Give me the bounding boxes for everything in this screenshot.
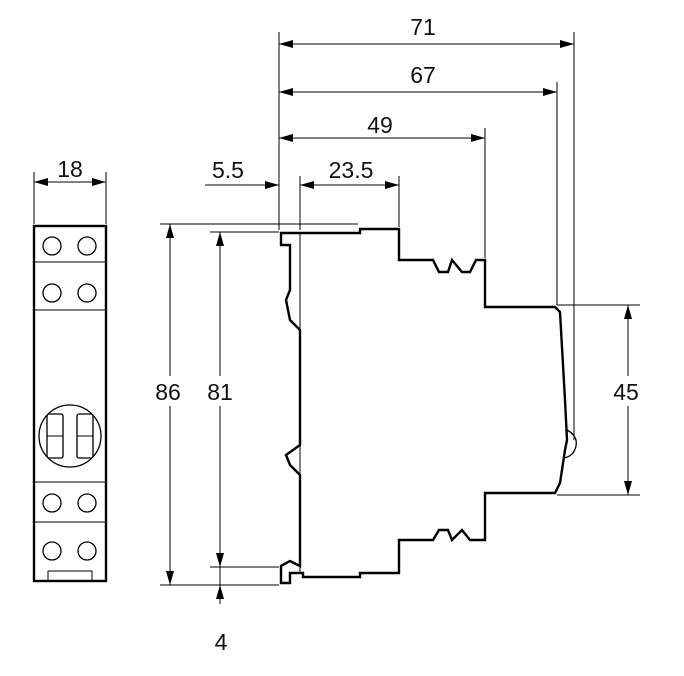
screw-icon	[42, 541, 62, 561]
dimension-rail-offset: 5.5	[205, 157, 279, 189]
rail-gap-label: 4	[215, 629, 228, 655]
depth-step-label: 49	[367, 112, 393, 138]
dimension-rail-gap: 4	[215, 567, 228, 655]
screw-icon	[42, 236, 62, 256]
screw-icon	[77, 541, 97, 561]
height-body-label: 81	[207, 379, 233, 405]
rail-offset-label: 5.5	[212, 157, 244, 183]
front-height-label: 45	[613, 379, 639, 405]
screw-icon	[77, 236, 97, 256]
selector-switch	[38, 404, 102, 468]
screw-icon	[42, 493, 62, 513]
height-overall-label: 86	[155, 379, 181, 405]
dimension-module-width: 18	[33, 156, 107, 224]
module-outline	[32, 224, 108, 583]
terminal-screws-top	[42, 236, 97, 303]
rail-clip-label: 23.5	[329, 157, 374, 183]
dimension-rail-clip: 23.5	[300, 157, 400, 227]
dimension-height-body: 81	[200, 232, 240, 567]
front-view: 18	[32, 156, 108, 583]
dimension-depth-front: 67	[279, 62, 558, 305]
depth-front-label: 67	[410, 62, 436, 88]
dimension-depth-step: 49	[279, 112, 486, 258]
depth-overall-label: 71	[410, 14, 436, 40]
dimension-front-height: 45	[557, 304, 650, 496]
terminal-screws-bottom	[42, 493, 97, 561]
side-view: 71 67 49 5.5	[148, 14, 650, 655]
knob-icon	[563, 429, 577, 459]
screw-icon	[77, 283, 97, 303]
module-width-label: 18	[57, 156, 83, 182]
screw-icon	[77, 493, 97, 513]
switch-dial-icon	[38, 404, 102, 468]
side-outline	[279, 227, 569, 585]
module-foot	[47, 570, 93, 581]
dimension-height-overall: 86	[148, 224, 188, 585]
screw-icon	[42, 283, 62, 303]
dimension-depth-overall: 71	[279, 14, 575, 440]
